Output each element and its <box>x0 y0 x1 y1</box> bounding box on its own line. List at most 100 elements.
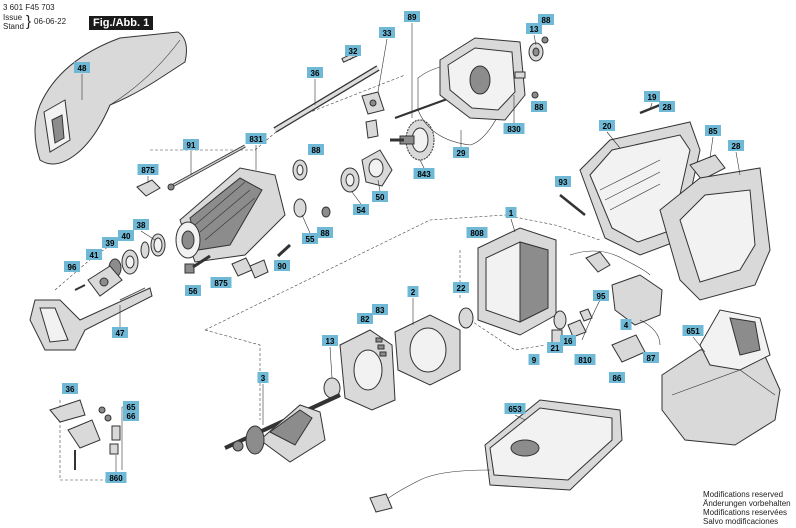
callout-number: 653 <box>508 405 522 414</box>
plunger-part <box>29 287 153 351</box>
callout-label: 89 <box>404 11 420 22</box>
callout-label: 1 <box>505 207 517 218</box>
callout-label: 39 <box>102 237 118 248</box>
callout-label: 65 <box>123 401 139 412</box>
callout-label: 83 <box>372 304 388 315</box>
callout-label: 4 <box>620 319 632 330</box>
callout-number: 91 <box>187 141 196 150</box>
brush-plate <box>339 329 396 411</box>
callout-label: 88 <box>317 227 333 238</box>
callout-number: 16 <box>564 337 573 346</box>
crank-assembly <box>340 149 393 193</box>
callout-number: 96 <box>68 263 77 272</box>
callout-label: 860 <box>105 472 127 483</box>
callout-number: 55 <box>306 235 315 244</box>
callout-label: 47 <box>112 327 128 338</box>
callout-number: 13 <box>326 337 335 346</box>
callout-number: 90 <box>278 262 287 271</box>
callout-label: 66 <box>123 410 139 421</box>
callout-number: 831 <box>249 135 263 144</box>
callout-number: 88 <box>542 16 551 25</box>
switch-cap <box>689 154 726 181</box>
callout-number: 843 <box>417 170 431 179</box>
callout-number: 875 <box>214 279 228 288</box>
callout-label: 810 <box>574 354 596 365</box>
callout-label: 36 <box>307 67 323 78</box>
modifications-line: Salvo modificaciones <box>703 517 779 526</box>
callout-label: 843 <box>413 168 435 179</box>
callout-number: 50 <box>376 193 385 202</box>
ring-stack <box>74 233 166 297</box>
shaft-part <box>273 50 380 133</box>
callout-number: 93 <box>559 178 568 187</box>
motor-frame <box>477 227 557 336</box>
callout-label: 88 <box>531 101 547 112</box>
field-coil <box>394 314 461 386</box>
callout-number: 3 <box>261 374 266 383</box>
callout-label: 91 <box>183 139 199 150</box>
housing-half-right <box>659 167 771 301</box>
callout-number: 32 <box>349 47 358 56</box>
callout-label: 41 <box>86 249 102 260</box>
screw-group <box>184 243 292 279</box>
modifications-line: Änderungen vorbehalten <box>703 499 791 508</box>
callout-label: 29 <box>453 147 469 158</box>
callout-number: 95 <box>597 292 606 301</box>
callout-number: 13 <box>530 25 539 34</box>
charger <box>369 399 623 513</box>
callout-label: 28 <box>728 140 744 151</box>
top-bearing <box>514 36 549 99</box>
callout-number: 651 <box>686 327 700 336</box>
callout-label: 9 <box>528 354 540 365</box>
callout-number: 54 <box>357 206 366 215</box>
callout-label: 85 <box>705 125 721 136</box>
callout-label: 875 <box>137 164 159 175</box>
callout-label: 93 <box>555 176 571 187</box>
callout-number: 19 <box>648 93 657 102</box>
stand-label: Stand <box>3 22 24 31</box>
small-kit <box>49 399 121 470</box>
callout-number: 21 <box>551 344 560 353</box>
callout-label: 28 <box>659 101 675 112</box>
callout-label: 40 <box>118 230 134 241</box>
gear-part <box>390 119 435 161</box>
yoke-part <box>361 91 385 139</box>
callout-number: 36 <box>311 69 320 78</box>
long-screw <box>167 144 246 191</box>
callout-number: 4 <box>624 321 629 330</box>
callout-number: 88 <box>312 146 321 155</box>
figure-label: Fig./Abb. 1 <box>89 16 154 30</box>
callout-number: 29 <box>457 149 466 158</box>
callout-number: 808 <box>470 229 484 238</box>
callout-label: 90 <box>274 260 290 271</box>
callout-label: 38 <box>133 219 149 230</box>
callout-label: 20 <box>599 120 615 131</box>
callout-number: 9 <box>532 356 537 365</box>
callout-number: 860 <box>109 474 123 483</box>
callout-label: 95 <box>593 290 609 301</box>
callout-number: 810 <box>578 356 592 365</box>
doc-number: 3 601 F45 703 <box>3 3 55 12</box>
brace: } <box>26 13 32 30</box>
callout-number: 36 <box>66 385 75 394</box>
callout-number: 83 <box>376 306 385 315</box>
callout-number: 47 <box>116 329 125 338</box>
callout-label: 88 <box>308 144 324 155</box>
callout-number: 88 <box>321 229 330 238</box>
callout-number: 830 <box>507 125 521 134</box>
callout-number: 86 <box>613 374 622 383</box>
callout-number: 28 <box>732 142 741 151</box>
callout-label: 87 <box>643 352 659 363</box>
modifications-line: Modifications reserved <box>703 490 784 499</box>
callout-number: 2 <box>411 288 416 297</box>
boot-part <box>34 31 187 165</box>
modifications-line: Modifications reservées <box>703 508 788 517</box>
callout-number: 88 <box>535 103 544 112</box>
callout-number: 66 <box>127 412 136 421</box>
callout-label: 54 <box>353 204 369 215</box>
callout-number: 39 <box>106 239 115 248</box>
housing-screw <box>559 194 586 216</box>
callout-number: 89 <box>408 13 417 22</box>
callout-label: 50 <box>372 191 388 202</box>
